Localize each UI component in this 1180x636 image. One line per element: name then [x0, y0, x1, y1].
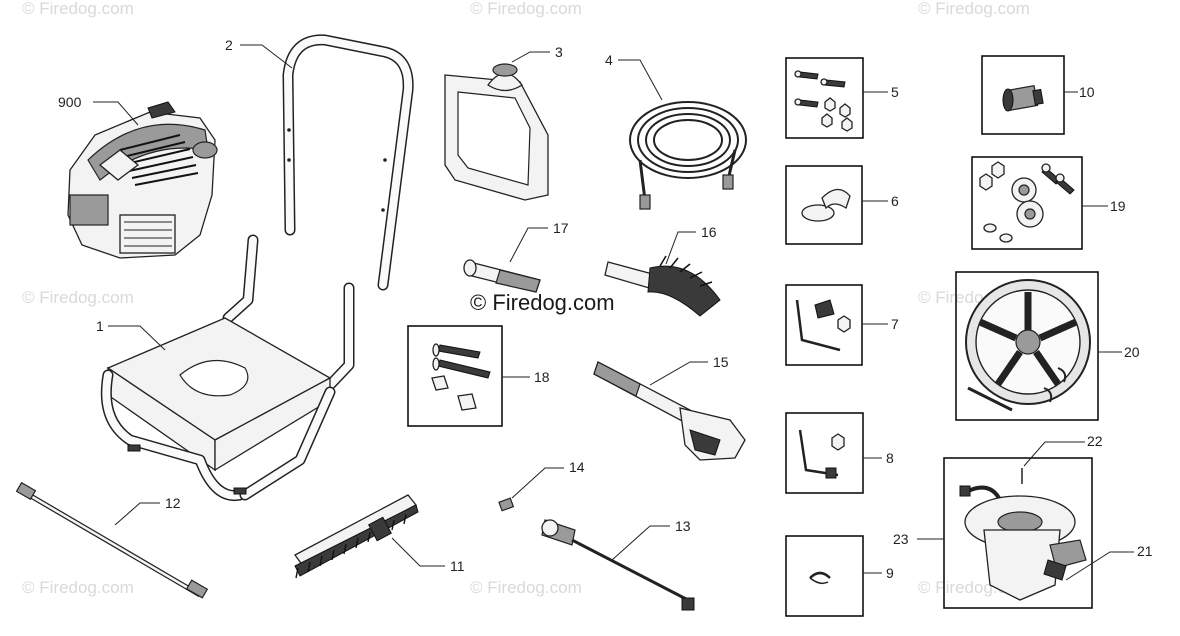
- part-6-cap: [801, 188, 851, 222]
- leader-line: [665, 231, 696, 265]
- part-4-hose[interactable]: [629, 101, 747, 210]
- part-12-extension[interactable]: [15, 481, 209, 599]
- part-18-hardware: [431, 343, 491, 411]
- part-18-kit-box[interactable]: [407, 325, 503, 427]
- part-20-kit-box[interactable]: [955, 271, 1099, 421]
- part-15-spray-gun[interactable]: [593, 361, 746, 461]
- part-20-wheel: [965, 279, 1091, 412]
- part-label-11[interactable]: 11: [450, 558, 465, 574]
- part-8-hardware: [798, 429, 845, 479]
- part-label-12[interactable]: 12: [165, 495, 181, 511]
- leader-line: [93, 101, 139, 126]
- part-label-21[interactable]: 21: [1137, 543, 1153, 559]
- part-5-kit-box[interactable]: [785, 57, 864, 139]
- part-label-18[interactable]: 18: [534, 369, 550, 385]
- part-label-17[interactable]: 17: [553, 220, 569, 236]
- part-label-4[interactable]: 4: [605, 52, 613, 68]
- part-7-kit-box[interactable]: [785, 284, 863, 366]
- part-6-kit-box[interactable]: [785, 165, 863, 245]
- part-label-19[interactable]: 19: [1110, 198, 1126, 214]
- part-label-3[interactable]: 3: [555, 44, 563, 60]
- watermark: © Firedog.com: [918, 0, 1030, 18]
- leader-line: [240, 44, 293, 69]
- watermark: © Firedog.com: [470, 578, 582, 597]
- part-label-14[interactable]: 14: [569, 459, 585, 475]
- part-11-deck-brush[interactable]: [294, 494, 419, 579]
- part-label-13[interactable]: 13: [675, 518, 691, 534]
- part-label-16[interactable]: 16: [701, 224, 717, 240]
- part-10-fitting: [1002, 85, 1044, 112]
- part-1-frame[interactable]: [100, 234, 355, 502]
- part-label-7[interactable]: 7: [891, 316, 899, 332]
- part-900-engine[interactable]: [67, 101, 218, 259]
- part-label-900[interactable]: 900: [58, 94, 82, 110]
- leader-line: [108, 325, 166, 351]
- part-7-hardware: [795, 299, 851, 352]
- leader-line: [114, 502, 160, 526]
- leader-line: [391, 537, 445, 567]
- part-14-nozzle-tip[interactable]: [498, 497, 515, 512]
- leader-line: [509, 227, 548, 263]
- part-23-pump-box[interactable]: [943, 457, 1093, 609]
- part-label-15[interactable]: 15: [713, 354, 729, 370]
- part-9-kit-box[interactable]: [785, 535, 864, 617]
- leader-line: [1065, 551, 1134, 581]
- part-23-pump: [959, 485, 1087, 601]
- part-8-kit-box[interactable]: [785, 412, 864, 494]
- part-16-brush[interactable]: [604, 255, 721, 317]
- leader-line: [1023, 441, 1085, 467]
- part-label-20[interactable]: 20: [1124, 344, 1140, 360]
- part-17-nozzle[interactable]: [463, 259, 541, 293]
- watermark: © Firedog.com: [22, 0, 134, 18]
- part-label-5[interactable]: 5: [891, 84, 899, 100]
- part-label-6[interactable]: 6: [891, 193, 899, 209]
- leader-line: [611, 525, 670, 561]
- part-3-tank[interactable]: [444, 63, 549, 201]
- watermark: © Firedog.com: [22, 578, 134, 597]
- part-label-23[interactable]: 23: [893, 531, 909, 547]
- part-label-1[interactable]: 1: [96, 318, 104, 334]
- part-label-10[interactable]: 10: [1079, 84, 1095, 100]
- part-label-22[interactable]: 22: [1087, 433, 1103, 449]
- leader-line: [511, 467, 564, 499]
- part-label-9[interactable]: 9: [886, 565, 894, 581]
- leader-line: [618, 59, 663, 101]
- part-label-8[interactable]: 8: [886, 450, 894, 466]
- part-19-hardware: [979, 161, 1075, 243]
- leader-line: [511, 51, 550, 63]
- part-label-2[interactable]: 2: [225, 37, 233, 53]
- watermark: © Firedog.com: [22, 288, 134, 307]
- watermark: © Firedog.com: [470, 0, 582, 18]
- part-5-hardware: [794, 70, 853, 132]
- part-10-kit-box[interactable]: [981, 55, 1065, 135]
- part-19-kit-box[interactable]: [971, 156, 1083, 250]
- part-9-clip: [809, 571, 831, 585]
- leader-line: [649, 361, 708, 386]
- watermark-center: © Firedog.com: [470, 290, 615, 315]
- part-13-wand[interactable]: [541, 519, 695, 611]
- part-2-handle[interactable]: [282, 34, 414, 291]
